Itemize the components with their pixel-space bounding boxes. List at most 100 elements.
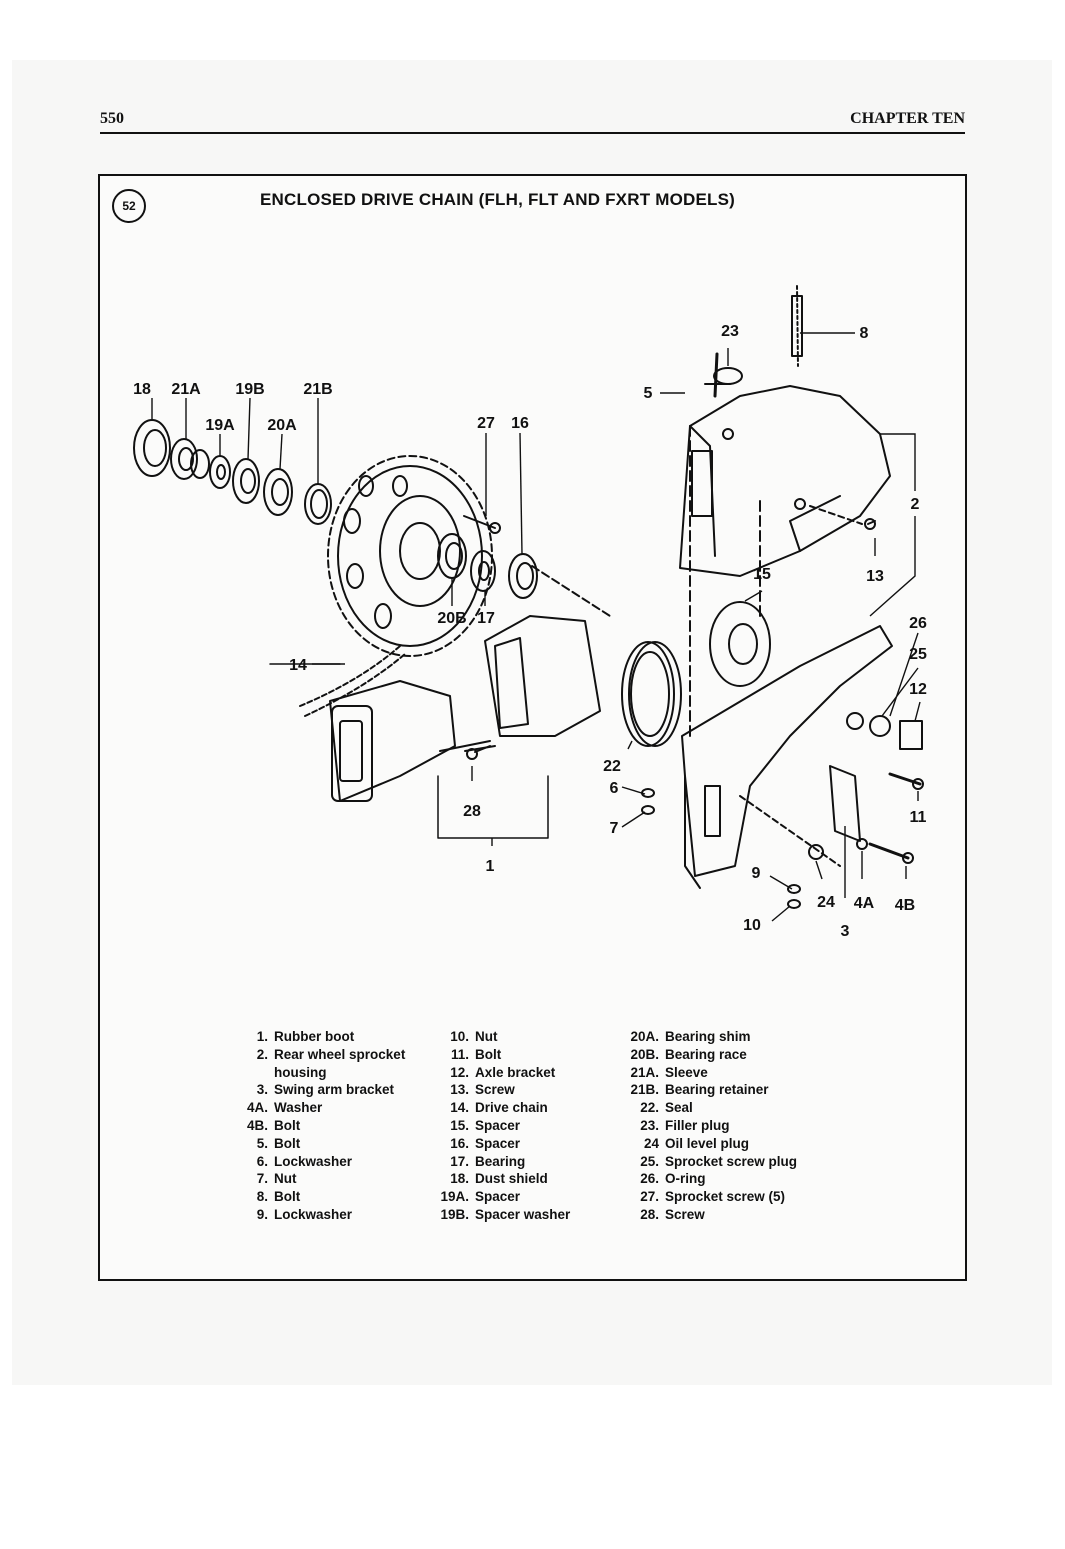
legend-item: 12.Axle bracket <box>435 1064 570 1082</box>
callout-label: 17 <box>477 610 495 627</box>
legend-item: 16. Spacer <box>435 1135 570 1153</box>
seal-drawing <box>621 641 682 747</box>
callout-labels: 1 2 3 4A 4B 5 6 7 8 9 10 11 12 13 14 15 … <box>133 323 927 940</box>
callout-label: 14 <box>289 657 307 674</box>
legend-number: 2. <box>256 1046 268 1062</box>
legend-text: Spacer <box>475 1135 521 1151</box>
legend-item: 20A.Bearing shim <box>625 1028 797 1046</box>
callout-label: 21B <box>303 381 332 398</box>
legend-text: Spacer <box>475 1189 521 1205</box>
legend-item: 28.Screw <box>625 1206 797 1224</box>
legend-text: Nut <box>475 1029 498 1044</box>
legend-number: 28. <box>640 1206 659 1222</box>
legend-number: 6. <box>256 1153 268 1169</box>
legend-item-continuation: housing <box>234 1064 405 1082</box>
legend-text: Drive chain <box>475 1100 548 1116</box>
legend-number: 10. <box>450 1029 469 1044</box>
legend-number: 1. <box>256 1029 268 1044</box>
legend-number: 24 <box>643 1135 659 1151</box>
legend-number: 21B. <box>630 1082 659 1098</box>
callout-label: 20B <box>437 610 466 627</box>
callout-label: 5 <box>644 385 653 402</box>
legend-item: 21B. Bearing retainer <box>625 1081 797 1099</box>
page-header: 550 CHAPTER TEN <box>100 108 965 134</box>
legend-number: 20A. <box>630 1029 659 1044</box>
legend-number: 19A. <box>440 1189 469 1205</box>
legend-text: Bolt <box>475 1046 502 1062</box>
bearing-stack-drawing <box>133 419 332 525</box>
callout-label: 3 <box>841 923 850 940</box>
legend-column-2: 10.Nut 11.Bolt 12.Axle bracket 13.Screw … <box>435 1028 570 1224</box>
callout-label: 4B <box>895 897 915 914</box>
callout-label: 10 <box>743 917 761 934</box>
callout-label: 8 <box>860 325 869 342</box>
legend-item: 1. Rubber boot <box>234 1028 405 1046</box>
legend-item: 4A. Washer <box>234 1099 405 1117</box>
legend-item: 24 Oil level plug <box>625 1135 797 1153</box>
legend-item: 13. Screw <box>435 1081 570 1099</box>
legend-number: 7. <box>256 1171 268 1187</box>
legend-text: Bearing retainer <box>665 1082 769 1098</box>
legend-text: Bolt <box>274 1189 301 1205</box>
legend-item: 17. Bearing <box>435 1153 570 1171</box>
callout-label: 16 <box>511 415 529 432</box>
legend-text: Bearing <box>475 1153 526 1169</box>
legend-item: 5.Bolt <box>234 1135 405 1153</box>
legend-number: 21A. <box>630 1064 659 1080</box>
legend-item: 26.O-ring <box>625 1170 797 1188</box>
legend-text: Washer <box>274 1100 323 1116</box>
legend-number: 25. <box>640 1153 659 1169</box>
callout-label: 21A <box>171 381 201 398</box>
legend-item: 20B.Bearing race <box>625 1046 797 1064</box>
legend-text: Seal <box>665 1100 693 1116</box>
figure-frame: 52 ENCLOSED DRIVE CHAIN (FLH, FLT AND FX… <box>98 174 967 1281</box>
legend-column-1: 1. Rubber boot 2. Rear wheel sprocket hous… <box>234 1028 405 1224</box>
legend-number: 19B. <box>440 1206 469 1222</box>
legend-text: Axle bracket <box>475 1064 556 1080</box>
spacer-15-drawing <box>709 601 771 687</box>
legend-number: 9. <box>256 1206 268 1222</box>
callout-label: 2 <box>911 496 920 513</box>
legend-number: 16. <box>450 1135 469 1151</box>
legend-text: Bolt <box>274 1135 301 1151</box>
legend-item: 14. Drive chain <box>435 1099 570 1117</box>
callout-label: 9 <box>752 865 761 882</box>
legend-text: Rear wheel sprocket <box>274 1046 406 1062</box>
upper-housing-drawing <box>679 285 891 577</box>
legend-text: Dust shield <box>475 1171 548 1187</box>
legend-text: Lockwasher <box>274 1153 353 1169</box>
legend-text: Spacer <box>475 1117 521 1133</box>
legend-number: 13. <box>450 1082 469 1098</box>
legend-item: 6. Lockwasher <box>234 1153 405 1171</box>
legend-item: 10. Nut <box>435 1028 570 1046</box>
callout-label: 23 <box>721 323 739 340</box>
legend-number: 11. <box>450 1046 469 1062</box>
legend-number: 17. <box>450 1153 469 1169</box>
callout-label: 11 <box>910 809 927 826</box>
legend-item: 3.Swing arm bracket <box>234 1081 405 1099</box>
legend-text: Swing arm bracket <box>274 1082 395 1098</box>
legend-text: Rubber boot <box>274 1029 355 1044</box>
legend-text: Screw <box>475 1082 515 1098</box>
legend-text: Oil level plug <box>665 1135 750 1151</box>
legend-text: Sleeve <box>665 1064 708 1080</box>
legend-number: 4A. <box>246 1100 268 1116</box>
legend-number: 27. <box>640 1189 659 1205</box>
legend-item: 7. Nut <box>234 1170 405 1188</box>
legend-number: 8. <box>256 1189 268 1205</box>
callout-label: 20A <box>267 417 297 434</box>
legend-item: 15.Spacer <box>435 1117 570 1135</box>
legend-item: 23.Filler plug <box>625 1117 797 1135</box>
legend-text: Nut <box>274 1171 297 1187</box>
legend-number: 23. <box>640 1117 659 1133</box>
legend-column-3: 20A.Bearing shim 20B.Bearing race 21A. Sl… <box>625 1028 797 1224</box>
legend-text: Sprocket screw plug <box>665 1153 798 1169</box>
callout-label: 19B <box>235 381 264 398</box>
legend-item: 11. Bolt <box>435 1046 570 1064</box>
callout-label: 26 <box>909 615 927 632</box>
legend-number: 14. <box>450 1100 469 1116</box>
legend-item: 25. Sprocket screw plug <box>625 1153 797 1171</box>
legend-text: Bearing race <box>665 1046 747 1062</box>
legend-item: 21A. Sleeve <box>625 1064 797 1082</box>
callout-label: 12 <box>909 681 927 698</box>
